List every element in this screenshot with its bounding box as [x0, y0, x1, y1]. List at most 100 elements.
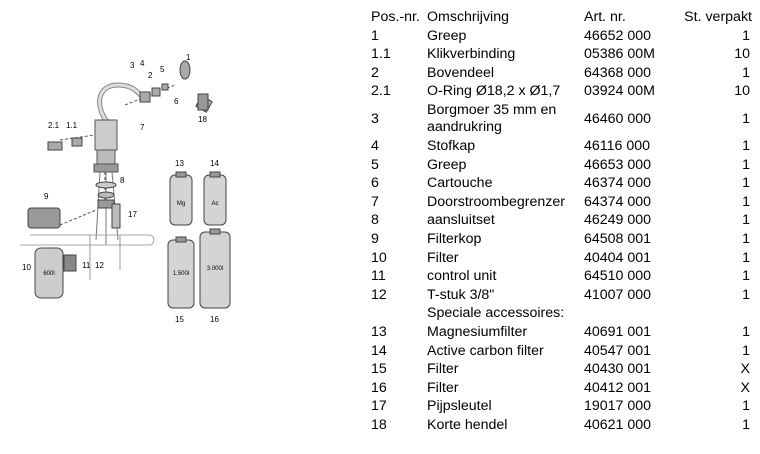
filter-15-label: 1.500l [173, 271, 189, 277]
filter-14-label: Ac [211, 201, 218, 207]
row-description: O-Ring Ø18,2 x Ø1,7 [427, 83, 561, 100]
row-article: 41007 000 [584, 286, 652, 303]
row-article: 46249 000 [584, 212, 652, 229]
row-quantity: 1 [742, 137, 750, 154]
row-pos: 5 [371, 156, 379, 173]
row-quantity: 1 [742, 342, 750, 359]
callout-3: 3 [130, 61, 135, 70]
row-description: Klikverbinding [427, 46, 516, 63]
row-article: 40404 001 [584, 249, 652, 266]
header-article: Art. nr. [584, 9, 626, 25]
row-description: Filterkop [427, 230, 482, 247]
callout-15: 15 [175, 315, 184, 324]
accessories-heading-row: Speciale accessoires: [370, 304, 755, 323]
row-article: 40430 001 [584, 361, 652, 378]
row-pos: 12 [371, 286, 387, 303]
row-description: Greep [427, 27, 467, 44]
row-description: Cartouche [427, 175, 493, 192]
table-header-row: Pos.-nr. Omschrijving Art. nr. St. verpa… [370, 8, 755, 27]
callout-18: 18 [198, 115, 207, 124]
table-row: 9 Filterkop 64508 001 1 [370, 230, 755, 249]
row-quantity: 1 [742, 230, 750, 247]
row-article: 46460 000 [584, 110, 652, 127]
row-pos: 10 [371, 249, 387, 266]
callout-6: 6 [174, 97, 179, 106]
row-article: 46652 000 [584, 27, 652, 44]
row-article: 64368 000 [584, 64, 652, 81]
row-pos: 6 [371, 175, 379, 192]
row-description: Pijpsleutel [427, 398, 492, 415]
row-pos: 1 [371, 27, 379, 44]
row-pos: 2 [371, 64, 379, 81]
callout-7: 7 [140, 123, 145, 132]
row-article: 03924 00M [584, 83, 655, 100]
row-quantity: 1 [742, 416, 750, 433]
row-quantity: 1 [742, 268, 750, 285]
table-row: 15 Filter 40430 001 X [370, 360, 755, 379]
row-description: control unit [427, 268, 497, 285]
row-article: 40621 000 [584, 416, 652, 433]
faucet-diagram-svg: Mg Ac 600l 1.500l 3.000l 1 1.1 2 2.1 3 4… [20, 53, 231, 324]
row-pos: 4 [371, 137, 379, 154]
row-article: 19017 000 [584, 398, 652, 415]
header-pos: Pos.-nr. [371, 9, 420, 25]
row-article: 40691 001 [584, 323, 652, 340]
row-description: Stofkap [427, 137, 476, 154]
row-description: Doorstroombegrenzer [427, 193, 565, 210]
callout-10: 10 [22, 263, 31, 272]
callout-2-1: 2.1 [48, 121, 60, 130]
row-description: T-stuk 3/8" [427, 286, 495, 303]
row-pos: 15 [371, 361, 387, 378]
callout-2: 2 [148, 71, 153, 80]
callout-16: 16 [210, 315, 219, 324]
row-quantity: 1 [742, 212, 750, 229]
row-quantity: 1 [742, 398, 750, 415]
callout-5: 5 [160, 65, 165, 74]
table-row: 1 Greep 46652 000 1 [370, 27, 755, 46]
callout-13: 13 [175, 159, 184, 168]
table-row: 17 Pijpsleutel 19017 000 1 [370, 397, 755, 416]
row-quantity: X [740, 361, 750, 378]
row-quantity: 1 [742, 27, 750, 44]
row-quantity: 1 [742, 323, 750, 340]
callout-12: 12 [95, 261, 104, 270]
row-pos: 9 [371, 230, 379, 247]
row-article: 40412 001 [584, 379, 652, 396]
row-description: Filter [427, 361, 459, 378]
callout-1-1: 1.1 [66, 121, 78, 130]
row-pos: 17 [371, 398, 387, 415]
row-description: Bovendeel [427, 64, 495, 81]
header-quantity: St. verpakt [684, 9, 752, 25]
row-description: Magnesiumfilter [427, 323, 528, 340]
row-pos: 18 [371, 416, 387, 433]
row-description: Filter [427, 249, 459, 266]
row-description: Korte hendel [427, 416, 508, 433]
faucet-body-shape [94, 119, 118, 151]
row-article: 64508 001 [584, 230, 652, 247]
filter-13-label: Mg [177, 201, 185, 207]
table-row: 18 Korte hendel 40621 000 1 [370, 416, 755, 435]
exploded-parts-diagram: Mg Ac 600l 1.500l 3.000l 1 1.1 2 2.1 3 4… [0, 0, 360, 449]
row-quantity: 1 [742, 175, 750, 192]
row-quantity: 10 [734, 46, 750, 63]
parts-table: Pos.-nr. Omschrijving Art. nr. St. verpa… [370, 8, 755, 434]
row-pos: 3 [371, 110, 379, 127]
callout-4: 4 [140, 59, 145, 68]
row-article: 46116 000 [584, 137, 651, 154]
callout-17: 17 [128, 210, 137, 219]
row-article: 40547 001 [584, 342, 652, 359]
row-quantity: X [740, 379, 750, 396]
row-pos: 7 [371, 193, 379, 210]
row-description: aansluitset [427, 212, 495, 229]
